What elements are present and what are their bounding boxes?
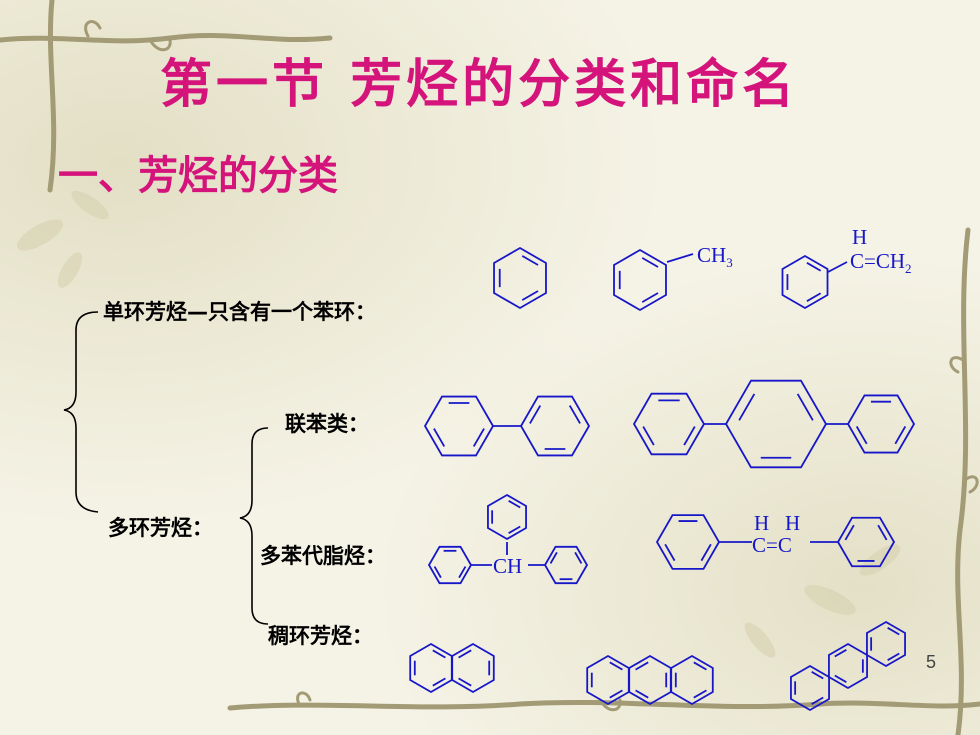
biphenyl-ring-1 xyxy=(423,395,495,457)
benzene-rings xyxy=(409,246,916,712)
methyl-subscript: 3 xyxy=(726,255,733,270)
label-fused: 稠环芳烃： xyxy=(268,624,373,648)
biphenyl-ring-1-double-bond xyxy=(472,428,485,447)
styrene-ring-double-bond xyxy=(806,292,822,302)
inner-brace xyxy=(239,427,269,625)
anthracene-ring-3 xyxy=(670,654,714,706)
svg-text:CH3: CH3 xyxy=(697,243,733,270)
vinyl-h: H xyxy=(852,225,867,249)
vinyl-bond xyxy=(827,261,848,273)
benzene-double-bond xyxy=(521,290,539,301)
anthracene-ring-2 xyxy=(628,654,672,706)
triphenyl-ring-right-double-bond xyxy=(549,551,558,564)
anthracene-ring-3-double-bond xyxy=(693,689,707,699)
label-polyphenyl-aliphatic: 多苯代脂烃： xyxy=(260,544,386,568)
naphthalene-ring-2-double-bond xyxy=(458,677,472,687)
anthracene-ring-1-double-bond xyxy=(609,661,623,671)
label-polycyclic: 多环芳烃： xyxy=(108,516,213,540)
svg-text:C=CH2: C=CH2 xyxy=(850,249,912,276)
phenanthrene-ring-1 xyxy=(790,664,830,712)
biphenyl-ring-2-double-bond xyxy=(568,405,581,424)
triphenyl-ring-top-double-bond xyxy=(508,500,521,509)
terphenyl-ring-2-double-bond xyxy=(796,393,814,421)
phenanthrene-ring-1-double-bond xyxy=(811,696,824,705)
page-number: 5 xyxy=(926,652,937,672)
vine-bottom xyxy=(227,699,980,711)
terphenyl-ring-3-double-bond xyxy=(855,426,868,445)
styrene-ring xyxy=(781,254,829,310)
section-heading: 一、芳烃的分类 xyxy=(58,153,338,199)
anthracene-ring-1-double-bond xyxy=(609,689,623,699)
styrene-ring-double-bond xyxy=(806,262,822,272)
vine-right xyxy=(955,227,971,735)
phenanthrene-ring-3 xyxy=(866,620,906,668)
naphthalene-ring-2 xyxy=(451,642,495,694)
terphenyl-ring-1-double-bond xyxy=(642,426,655,446)
terphenyl-ring-3 xyxy=(846,394,916,454)
toluene-ring-double-bond xyxy=(641,257,659,268)
stilbene-h-left: H xyxy=(754,511,769,535)
vinyl-subscript: 2 xyxy=(905,261,912,276)
vine-left xyxy=(47,0,57,193)
label-biphenyl: 联苯类： xyxy=(285,412,369,436)
terphenyl-ring-2 xyxy=(724,379,828,469)
anthracene-ring-1 xyxy=(586,654,630,706)
brackets xyxy=(63,311,269,625)
label-monocyclic: 单环芳烃—只含有一个苯环： xyxy=(103,300,376,324)
formula-labels: CH3 H C=CH2 CH H H C=C xyxy=(493,225,912,578)
naphthalene-ring-1 xyxy=(409,642,453,694)
naphthalene-ring-2-double-bond xyxy=(458,649,472,659)
methyl-text: CH xyxy=(697,243,726,267)
bonds xyxy=(471,253,848,566)
anthracene-ring-2-double-bond xyxy=(635,661,649,671)
stilbene-ring-right xyxy=(836,516,896,568)
slide-title: 第一节 芳烃的分类和命名 xyxy=(160,54,799,115)
triphenyl-ch: CH xyxy=(493,554,522,578)
phenanthrene-ring-3-double-bond xyxy=(887,652,900,661)
triphenyl-ring-left xyxy=(427,545,473,585)
stilbene-ring-left-double-bond xyxy=(664,543,676,562)
stilbene-ring-right-double-bond xyxy=(844,524,855,541)
triphenyl-ring-left-double-bond xyxy=(458,566,467,579)
methyl-bond xyxy=(666,253,694,263)
benzene-double-bond xyxy=(521,255,539,266)
terphenyl-ring-1 xyxy=(632,392,706,456)
naphthalene-ring-1-double-bond xyxy=(432,649,446,659)
biphenyl-ring-2-double-bond xyxy=(529,405,542,424)
phenanthrene-ring-1-double-bond xyxy=(811,671,824,680)
biphenyl-ring-2 xyxy=(519,395,591,457)
outer-brace xyxy=(63,311,99,513)
phenanthrene-ring-2 xyxy=(828,642,868,690)
stilbene-cc: C=C xyxy=(752,533,792,557)
toluene-ring xyxy=(613,248,667,312)
triphenyl-ring-top-double-bond xyxy=(508,525,521,534)
terphenyl-ring-3-double-bond xyxy=(894,426,907,445)
triphenyl-ring-right xyxy=(543,545,589,585)
triphenyl-ring-left-double-bond xyxy=(433,566,442,579)
vinyl-equals: = xyxy=(864,249,876,273)
benzene xyxy=(493,246,547,310)
terphenyl-ring-1-double-bond xyxy=(683,426,696,446)
stilbene-ring-left xyxy=(655,514,721,570)
stilbene-ring-left-double-bond xyxy=(700,543,712,562)
vinyl-ch: CH xyxy=(876,249,905,273)
naphthalene-ring-1-double-bond xyxy=(432,677,446,687)
phenanthrene-ring-3-double-bond xyxy=(887,627,900,636)
anthracene-ring-3-double-bond xyxy=(693,661,707,671)
phenanthrene-ring-2-double-bond xyxy=(834,674,847,683)
stilbene-ring-right-double-bond xyxy=(877,524,888,541)
stilbene-h-right: H xyxy=(785,511,800,535)
biphenyl-ring-1-double-bond xyxy=(433,428,446,447)
anthracene-ring-2-double-bond xyxy=(635,689,649,699)
triphenyl-ring-right-double-bond xyxy=(574,551,583,564)
terphenyl-ring-2-double-bond xyxy=(738,393,756,421)
triphenyl-ring-top xyxy=(487,493,527,541)
vinyl-c: C xyxy=(850,249,864,273)
toluene-ring-double-bond xyxy=(641,292,659,303)
phenanthrene-ring-2-double-bond xyxy=(834,649,847,658)
